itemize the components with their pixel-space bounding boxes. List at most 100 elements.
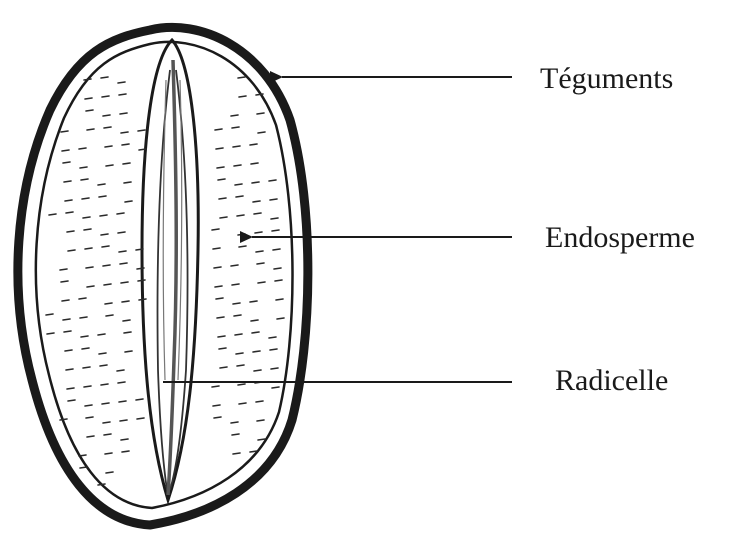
endosperm-dash	[79, 298, 86, 299]
endosperm-dash	[235, 334, 242, 335]
endosperm-dash	[68, 400, 75, 401]
endosperm-dash	[251, 163, 258, 164]
endosperm-dash	[253, 201, 260, 202]
endosperm-dash	[232, 434, 239, 435]
endosperm-dash	[257, 113, 264, 114]
endosperm-dash	[213, 405, 220, 406]
endosperm-dash	[122, 451, 129, 452]
endosperm-dash	[60, 419, 67, 420]
endosperm-dash	[239, 246, 246, 247]
endosperm-dash	[250, 301, 257, 302]
endosperm-dash	[85, 405, 92, 406]
endosperm-dash	[254, 213, 261, 214]
endosperm-dash	[68, 250, 75, 251]
endosperm-dash	[121, 282, 128, 283]
endosperm-dash	[232, 284, 239, 285]
endosperm-dash	[238, 77, 245, 78]
endosperm-dash	[84, 229, 91, 230]
endosperm-dash	[87, 129, 94, 130]
endosperm-dash	[104, 434, 111, 435]
endosperm-dash	[213, 248, 220, 249]
endosperm-dash	[120, 263, 127, 264]
endosperm-dash	[63, 319, 70, 320]
endosperm-dash	[136, 249, 143, 250]
endosperm-dash	[217, 317, 224, 318]
embryo-axis-fine-2	[178, 80, 182, 380]
endosperm-dash	[257, 420, 264, 421]
endosperm-dash	[139, 299, 146, 300]
endosperm-dash	[83, 217, 90, 218]
endosperm-dash	[120, 420, 127, 421]
endosperm-dash	[106, 165, 113, 166]
endosperm-dash	[252, 332, 259, 333]
endosperm-dash	[123, 163, 130, 164]
endosperm-dash	[271, 368, 278, 369]
endosperm-dash	[136, 399, 143, 400]
endosperm-dash	[87, 286, 94, 287]
endosperm-dash	[137, 418, 144, 419]
endosperm-dash	[124, 182, 131, 183]
endosperm-dash	[255, 232, 262, 233]
endosperm-dash	[258, 282, 265, 283]
endosperm-dash	[80, 167, 87, 168]
endosperm-dash	[106, 315, 113, 316]
endosperm-dash	[237, 365, 244, 366]
endosperm-dash	[99, 196, 106, 197]
seed-coat-inner	[36, 42, 293, 508]
endosperm-dash	[215, 286, 222, 287]
endosperm-dash	[212, 386, 219, 387]
endosperm-dash	[103, 115, 110, 116]
endosperm-dash	[82, 348, 89, 349]
endosperm-dash	[106, 472, 113, 473]
endosperm-dash	[80, 467, 87, 468]
endosperm-dash	[67, 231, 74, 232]
endosperm-dash	[234, 315, 241, 316]
endosperm-dash	[66, 369, 73, 370]
endosperm-dash	[253, 351, 260, 352]
endosperm-dash	[66, 212, 73, 213]
endosperm-dash	[256, 251, 263, 252]
endosperm-dash	[236, 353, 243, 354]
endosperm-dash	[214, 417, 221, 418]
endosperm-dash	[104, 284, 111, 285]
endosperm-dash	[117, 213, 124, 214]
endosperm-dash	[103, 265, 110, 266]
endosperm-dash	[99, 353, 106, 354]
endosperm-dash	[272, 387, 279, 388]
endosperm-dash	[105, 453, 112, 454]
endosperm-dash	[139, 149, 146, 150]
endosperm-dash	[233, 146, 240, 147]
endosperm-dash	[86, 110, 93, 111]
endosperm-dash	[269, 337, 276, 338]
endosperm-dash	[79, 148, 86, 149]
endosperm-dash	[237, 215, 244, 216]
endosperm-dash	[61, 131, 68, 132]
endosperm-dash	[138, 130, 145, 131]
endosperm-dash	[62, 300, 69, 301]
endosperm-dash	[233, 303, 240, 304]
endosperm-dash	[257, 263, 264, 264]
endosperm-dash	[219, 198, 226, 199]
endosperm-dash	[118, 232, 125, 233]
endosperm-dash	[67, 388, 74, 389]
endosperm-dash	[100, 365, 107, 366]
endosperm-dash	[103, 422, 110, 423]
endosperm-dash	[121, 132, 128, 133]
endosperm-dash	[63, 162, 70, 163]
endosperm-dash	[220, 217, 227, 218]
endosperm-dash	[218, 179, 225, 180]
endosperm-dash	[122, 301, 129, 302]
endosperm-dash	[219, 348, 226, 349]
endosperm-dash	[231, 115, 238, 116]
endosperm-dash	[60, 269, 67, 270]
endosperm-dash	[125, 351, 132, 352]
endosperm-dash	[64, 331, 71, 332]
endosperm-dash	[218, 336, 225, 337]
endosperm-dash	[231, 265, 238, 266]
endosperm-dash	[120, 113, 127, 114]
endosperm-dash	[277, 318, 284, 319]
endosperm-dash	[272, 230, 279, 231]
endosperm-dash	[46, 314, 53, 315]
endosperm-dash	[104, 127, 111, 128]
